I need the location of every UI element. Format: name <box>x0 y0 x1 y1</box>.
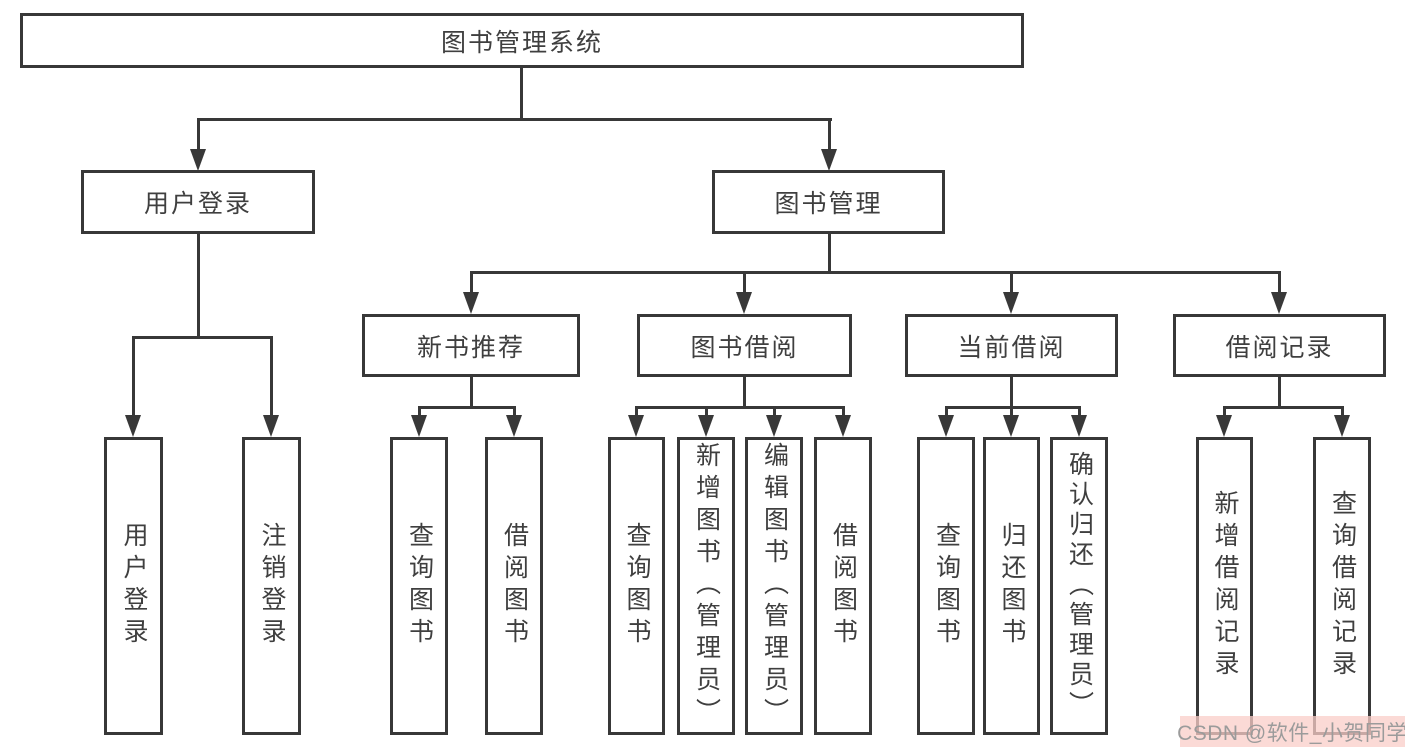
node-current-borrowing: 当前借阅 <box>905 314 1118 377</box>
leaf-label: 新增图书（管理员） <box>692 442 721 730</box>
connector-borrow-stem <box>743 377 746 409</box>
leaf-query-books-current: 查询图书 <box>917 437 975 735</box>
connector-drop-l3 <box>1010 271 1013 296</box>
connector-drop-leaf <box>1223 406 1226 419</box>
csdn-watermark-text: CSDN @软件_小贺同学 <box>1177 721 1405 745</box>
connector-drop-leaf <box>773 406 776 419</box>
leaf-label: 借阅图书 <box>500 522 529 650</box>
leaf-add-borrow-record: 新增借阅记录 <box>1196 437 1253 735</box>
connector-drop-leaf <box>270 336 273 419</box>
node-borrowing-records: 借阅记录 <box>1173 314 1386 377</box>
arrow-down-icon <box>506 415 522 437</box>
connector-newbook-rail <box>418 406 516 409</box>
connector-user-login-stem <box>197 234 200 339</box>
connector-drop-leaf <box>418 406 421 419</box>
arrow-down-icon <box>835 415 851 437</box>
connector-drop-leaf <box>1078 406 1081 419</box>
arrow-down-icon <box>938 415 954 437</box>
connector-drop-book-mgmt <box>828 118 831 153</box>
leaf-label: 注销登录 <box>258 522 286 650</box>
leaf-label: 查询图书 <box>932 522 961 650</box>
node-new-book-recommend-label: 新书推荐 <box>416 333 525 362</box>
leaf-return-books: 归还图书 <box>983 437 1040 735</box>
connector-drop-l3 <box>470 271 473 296</box>
connector-records-rail <box>1223 406 1344 409</box>
arrow-down-icon <box>411 415 427 437</box>
arrow-down-icon <box>1271 292 1287 314</box>
leaf-label: 借阅图书 <box>829 522 858 650</box>
node-borrowing-records-label: 借阅记录 <box>1225 333 1334 362</box>
arrow-down-icon <box>821 149 837 171</box>
leaf-borrow-books: 借阅图书 <box>814 437 872 735</box>
connector-drop-leaf <box>842 406 845 419</box>
connector-drop-leaf <box>635 406 638 419</box>
csdn-watermark: CSDN @软件_小贺同学 <box>1177 716 1405 747</box>
leaf-edit-books-admin: 编辑图书（管理员） <box>745 437 803 735</box>
arrow-down-icon <box>1071 415 1087 437</box>
node-root: 图书管理系统 <box>20 13 1024 68</box>
connector-drop-user-login <box>197 118 200 153</box>
connector-book-mgmt-stem <box>828 234 831 274</box>
leaf-logout: 注销登录 <box>242 437 301 735</box>
leaf-label: 用户登录 <box>120 522 148 650</box>
connector-drop-leaf <box>132 336 135 419</box>
connector-newbook-stem <box>470 377 473 409</box>
node-book-management-label: 图书管理 <box>774 190 883 218</box>
connector-root-stem <box>520 68 523 120</box>
node-book-management: 图书管理 <box>712 170 945 234</box>
connector-borrow-rail <box>635 406 845 409</box>
connector-drop-leaf <box>945 406 948 419</box>
arrow-down-icon <box>1003 292 1019 314</box>
arrow-down-icon <box>736 292 752 314</box>
leaf-query-borrow-record: 查询借阅记录 <box>1313 437 1371 735</box>
leaf-label: 归还图书 <box>998 522 1026 650</box>
arrow-down-icon <box>125 415 141 437</box>
leaf-label: 查询图书 <box>405 522 434 650</box>
arrow-down-icon <box>263 415 279 437</box>
arrow-down-icon <box>766 415 782 437</box>
arrow-down-icon <box>1003 415 1019 437</box>
arrow-down-icon <box>1216 415 1232 437</box>
connector-drop-l3 <box>743 271 746 296</box>
node-user-login-label: 用户登录 <box>143 190 252 218</box>
node-new-book-recommend: 新书推荐 <box>362 314 580 377</box>
leaf-label: 编辑图书（管理员） <box>760 442 789 730</box>
connector-drop-leaf <box>513 406 516 419</box>
connector-drop-leaf <box>1010 406 1013 419</box>
leaf-user-login: 用户登录 <box>104 437 163 735</box>
leaf-query-books-recommend: 查询图书 <box>390 437 448 735</box>
arrow-down-icon <box>463 292 479 314</box>
node-book-borrowing: 图书借阅 <box>637 314 852 377</box>
leaf-add-books-admin: 新增图书（管理员） <box>677 437 735 735</box>
node-book-borrowing-label: 图书借阅 <box>690 333 799 362</box>
connector-drop-leaf <box>705 406 708 419</box>
connector-current-stem <box>1010 377 1013 409</box>
connector-book-mgmt-rail <box>470 271 1281 274</box>
node-root-label: 图书管理系统 <box>440 28 603 57</box>
leaf-borrow-books-recommend: 借阅图书 <box>485 437 543 735</box>
connector-user-login-rail <box>132 336 273 339</box>
leaf-label: 新增借阅记录 <box>1211 490 1239 682</box>
leaf-label: 查询图书 <box>623 522 651 650</box>
arrow-down-icon <box>628 415 644 437</box>
connector-records-stem <box>1278 377 1281 409</box>
arrow-down-icon <box>1334 415 1350 437</box>
connector-root-rail <box>197 118 832 121</box>
arrow-down-icon <box>190 149 206 171</box>
leaf-label: 查询借阅记录 <box>1328 490 1357 682</box>
connector-current-rail <box>945 406 1081 409</box>
leaf-query-books-borrowing: 查询图书 <box>608 437 665 735</box>
connector-drop-l3 <box>1278 271 1281 296</box>
connector-drop-leaf <box>1341 406 1344 419</box>
arrow-down-icon <box>698 415 714 437</box>
leaf-confirm-return-admin: 确认归还（管理员） <box>1050 437 1108 735</box>
leaf-label: 确认归还（管理员） <box>1065 451 1094 721</box>
node-user-login: 用户登录 <box>81 170 315 234</box>
node-current-borrowing-label: 当前借阅 <box>957 333 1066 362</box>
